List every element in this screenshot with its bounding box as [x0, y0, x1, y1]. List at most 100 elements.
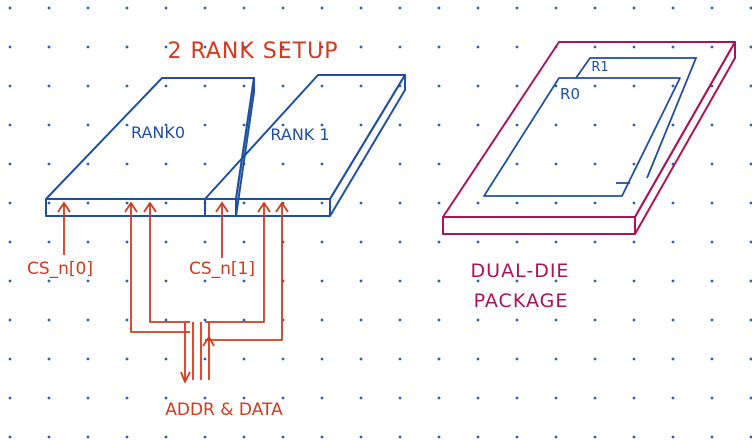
- grid-dot: [632, 84, 636, 88]
- grid-dot: [749, 162, 752, 166]
- grid-dot: [593, 45, 597, 49]
- grid-dot: [8, 318, 12, 322]
- grid-dot: [710, 6, 714, 10]
- grid-dot: [86, 45, 90, 49]
- grid-dot: [554, 318, 558, 322]
- grid-dot: [125, 240, 129, 244]
- grid-dot: [593, 123, 597, 127]
- grid-dot: [515, 240, 519, 244]
- grid-dot: [86, 396, 90, 400]
- grid-dot: [86, 240, 90, 244]
- grid-dot: [593, 84, 597, 88]
- grid-dot: [710, 123, 714, 127]
- grid-dot: [671, 396, 675, 400]
- grid-dot: [632, 240, 636, 244]
- rank0-label: RANK0: [131, 123, 185, 142]
- grid-dot: [554, 201, 558, 205]
- grid-dot: [320, 45, 324, 49]
- grid-dot: [749, 396, 752, 400]
- grid-dot: [593, 396, 597, 400]
- grid-dot: [398, 279, 402, 283]
- cs1-arrowhead: [215, 201, 229, 213]
- grid-dot: [437, 279, 441, 283]
- bus-label: ADDR & DATA: [165, 400, 283, 420]
- bus-trunk: [184, 322, 210, 380]
- die-r1-outline: [575, 57, 698, 179]
- grid-dot: [437, 84, 441, 88]
- grid-dot: [476, 240, 480, 244]
- grid-dot: [749, 6, 752, 10]
- grid-dot: [242, 6, 246, 10]
- grid-dot: [281, 357, 285, 361]
- grid-dot: [554, 435, 558, 439]
- grid-dot: [242, 318, 246, 322]
- grid-dot: [398, 45, 402, 49]
- grid-dot: [86, 162, 90, 166]
- grid-dot: [8, 240, 12, 244]
- grid-dot: [125, 162, 129, 166]
- grid-dot: [281, 435, 285, 439]
- grid-dot: [554, 396, 558, 400]
- grid-dot: [476, 318, 480, 322]
- grid-dot: [632, 6, 636, 10]
- grid-dot: [593, 318, 597, 322]
- grid-dot: [164, 318, 168, 322]
- grid-dot: [749, 45, 752, 49]
- grid-dot: [593, 201, 597, 205]
- grid-dot: [242, 279, 246, 283]
- die-r1-label: R1: [591, 60, 608, 75]
- grid-dot: [515, 357, 519, 361]
- grid-dot: [632, 396, 636, 400]
- grid-dot: [593, 162, 597, 166]
- grid-dot: [554, 357, 558, 361]
- grid-dot: [671, 279, 675, 283]
- grid-dot: [359, 240, 363, 244]
- grid-dot: [476, 84, 480, 88]
- grid-dot: [359, 279, 363, 283]
- grid-dot: [710, 357, 714, 361]
- grid-dot: [203, 84, 207, 88]
- rank1-bus-arrowhead-a: [257, 202, 271, 213]
- cs0-label: CS_n[0]: [27, 259, 93, 279]
- grid-dot: [164, 279, 168, 283]
- grid-dot: [476, 435, 480, 439]
- grid-dot: [710, 279, 714, 283]
- grid-dot: [281, 162, 285, 166]
- grid-dot: [398, 435, 402, 439]
- grid-dot: [671, 240, 675, 244]
- grid-dot: [515, 123, 519, 127]
- grid-dot: [47, 162, 51, 166]
- grid-dot: [8, 162, 12, 166]
- grid-dot: [437, 396, 441, 400]
- grid-dot: [515, 318, 519, 322]
- grid-dot: [398, 6, 402, 10]
- grid-dot: [125, 357, 129, 361]
- grid-dot: [86, 279, 90, 283]
- die-r0-label: R0: [560, 85, 580, 103]
- grid-dot: [398, 396, 402, 400]
- die-r0-outline: [483, 77, 681, 197]
- grid-dot: [515, 201, 519, 205]
- grid-dot: [203, 357, 207, 361]
- grid-dot: [203, 240, 207, 244]
- grid-dot: [749, 318, 752, 322]
- grid-dot: [359, 396, 363, 400]
- grid-dot: [554, 162, 558, 166]
- grid-dot: [125, 45, 129, 49]
- grid-dot: [671, 318, 675, 322]
- grid-dot: [515, 162, 519, 166]
- grid-dot: [281, 45, 285, 49]
- grid-dot: [125, 123, 129, 127]
- grid-dot: [515, 279, 519, 283]
- grid-dot: [710, 45, 714, 49]
- grid-dot: [164, 84, 168, 88]
- grid-dot: [710, 201, 714, 205]
- grid-dot: [320, 84, 324, 88]
- grid-dot: [86, 318, 90, 322]
- grid-dot: [437, 162, 441, 166]
- rank1-label: RANK 1: [270, 125, 329, 144]
- grid-dot: [437, 240, 441, 244]
- grid-dot: [47, 240, 51, 244]
- grid-dot: [320, 240, 324, 244]
